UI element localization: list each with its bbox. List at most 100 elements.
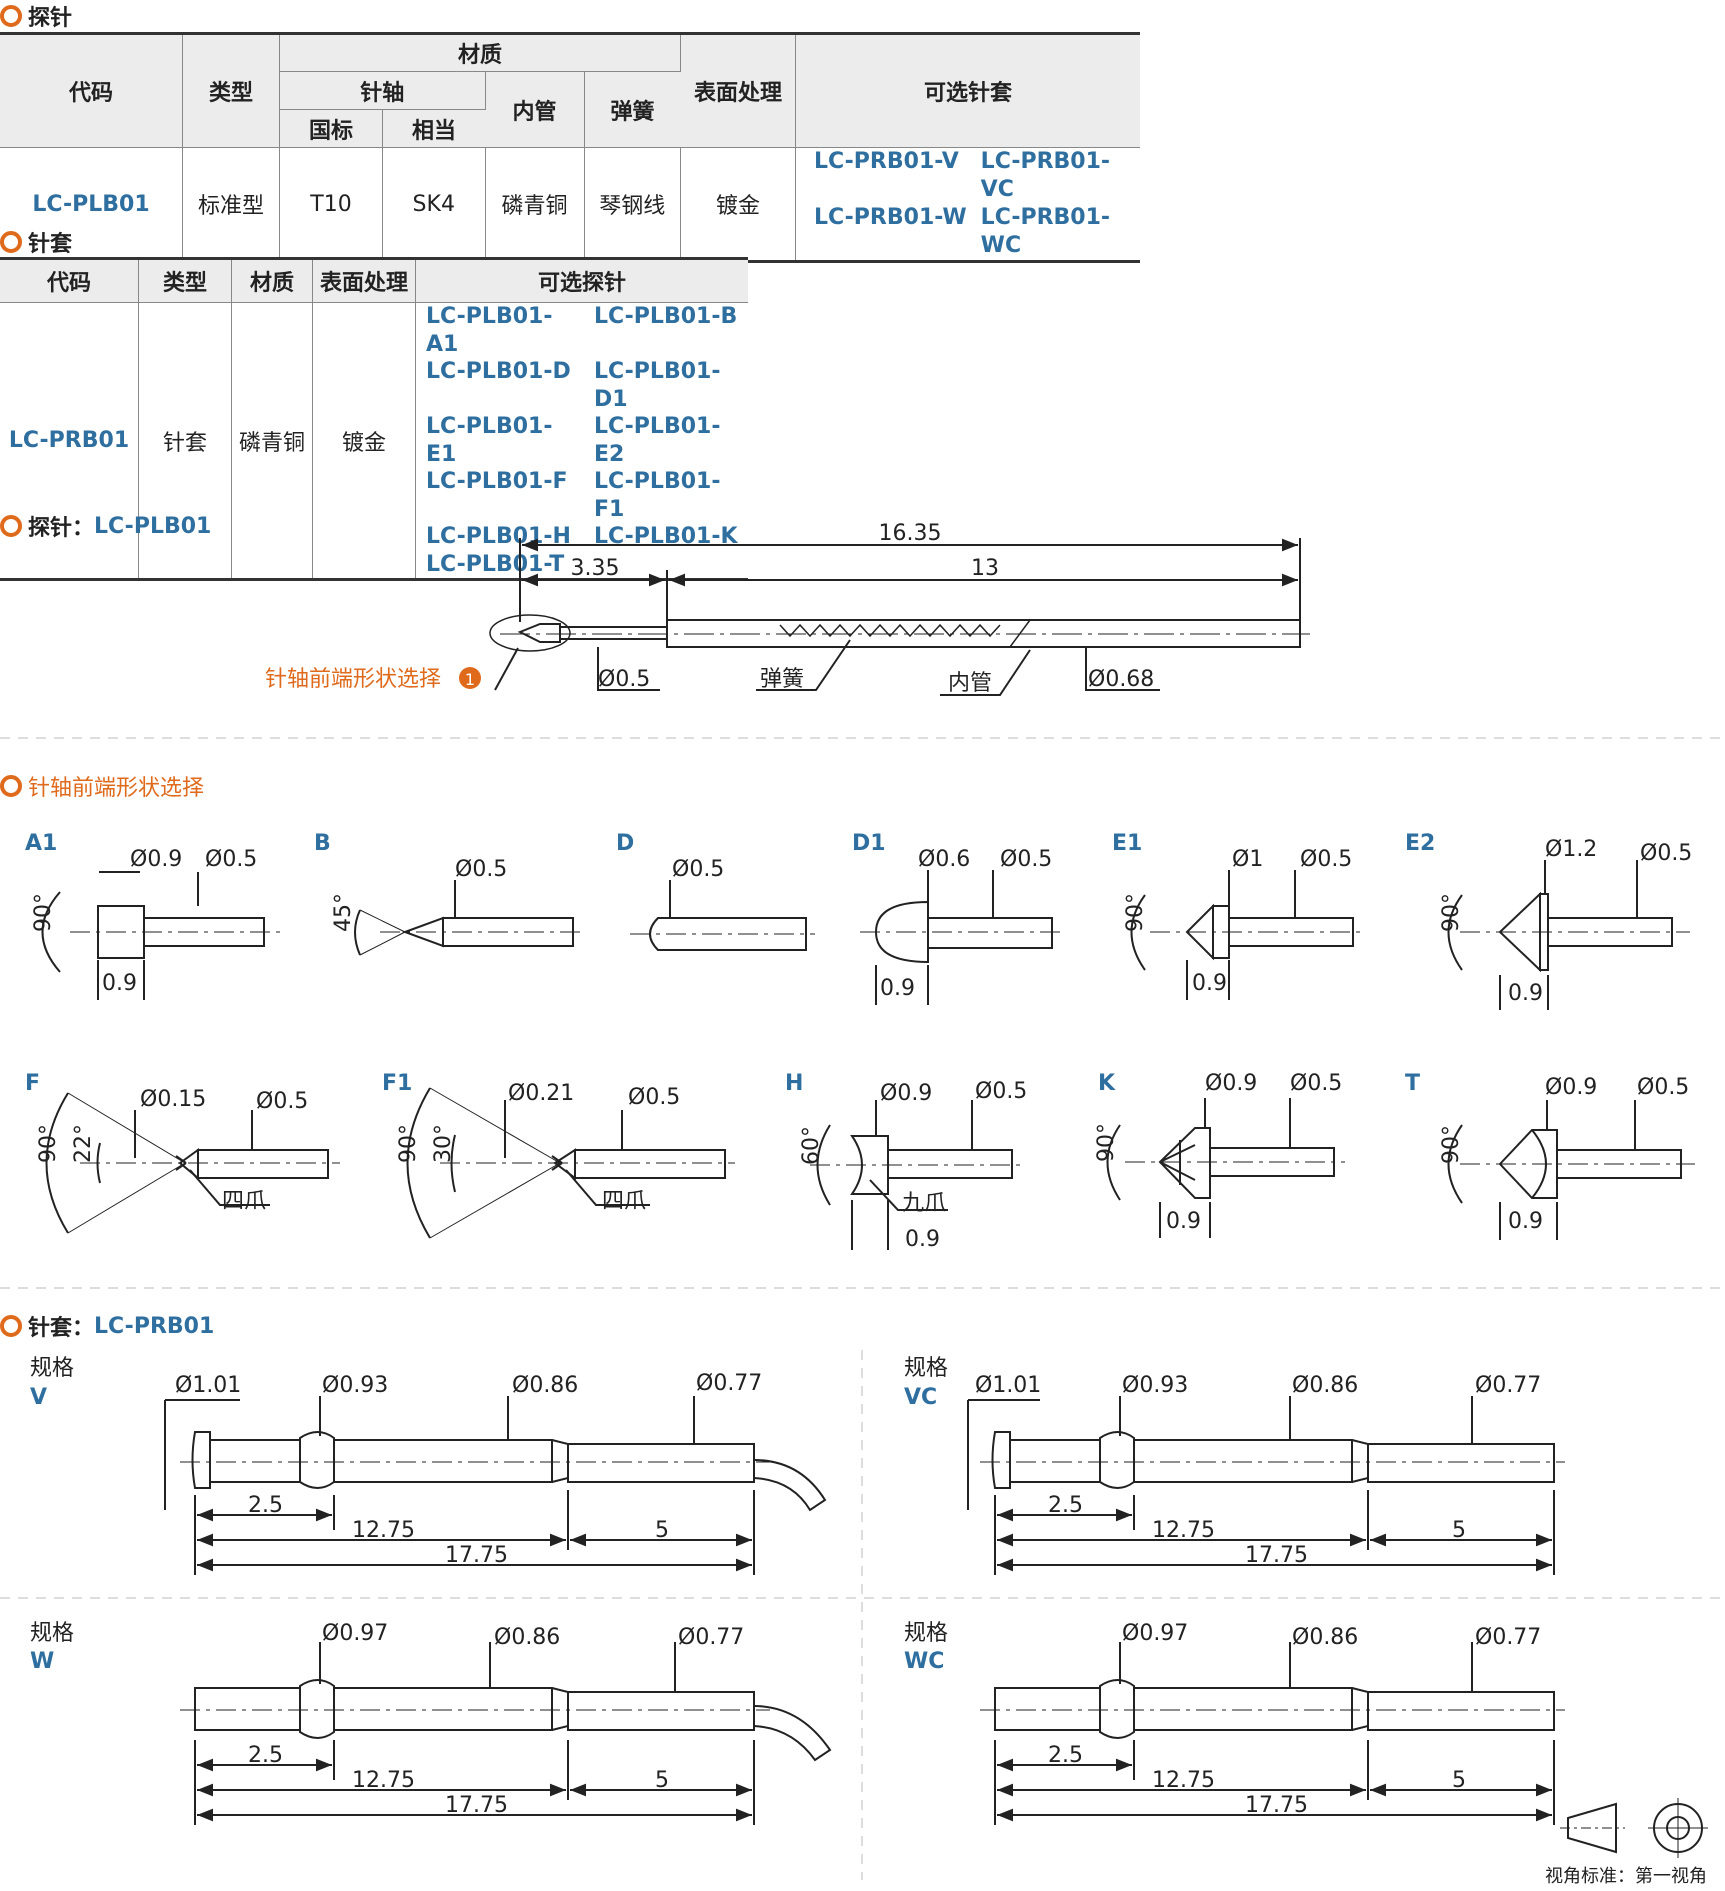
spec-name-W: W [30,1649,54,1674]
col-material: 材质 [231,258,313,303]
spec-name-WC: WC [904,1649,944,1674]
col-surface: 表面处理 [680,33,796,148]
sleeve-dim: Ø0.77 [696,1371,762,1396]
sleeve-dim: 17.75 [445,1793,508,1818]
sleeve-WC-drawing [980,1642,1565,1825]
tip-dim: 22° [71,1124,96,1163]
section-ring-icon [0,231,22,253]
option-link[interactable]: LC-PLB01-T [426,551,565,577]
col-surface: 表面处理 [312,258,416,303]
cell-type: 标准型 [182,147,280,262]
sleeve-drawing-title: 针套： LC-PRB01 [0,1310,214,1342]
tip-dim: Ø0.5 [205,847,257,872]
spec-label: 规格 [904,1356,948,1381]
tip-dim: Ø0.5 [455,857,507,882]
sleeve-dim: Ø0.77 [1475,1625,1541,1650]
sleeve-dim: 2.5 [1048,1493,1083,1518]
tip-E2-drawing [1447,860,1690,1010]
spec-name-VC: VC [904,1385,937,1410]
sleeve-dim: 17.75 [1245,1543,1308,1568]
option-link[interactable]: LC-PRB01-VC [980,149,1111,202]
section-ring-icon [0,5,22,27]
col-inner-tube: 内管 [485,71,585,148]
sleeve-dim: 12.75 [1152,1518,1215,1543]
option-link[interactable]: LC-PLB01-F [426,469,568,494]
dim-body: 13 [971,556,999,581]
sleeve-dim: Ø0.86 [1292,1625,1358,1650]
option-link[interactable]: LC-PLB01-D1 [594,359,721,412]
label-spring: 弹簧 [760,667,804,692]
tip-dim: Ø1.2 [1545,837,1597,862]
tip-label-T: T [1405,1071,1420,1096]
tip-dim: 0.9 [880,976,915,1001]
sleeve-dim: 2.5 [248,1493,283,1518]
option-link[interactable]: LC-PLB01-F1 [594,469,721,522]
cell-code: LC-PLB01 [0,147,183,262]
tip-dim: Ø0.9 [130,847,182,872]
sleeve-V-drawing [164,1396,827,1575]
tip-dim: Ø0.9 [1205,1071,1257,1096]
sleeve-dim: 5 [1452,1768,1466,1793]
sleeve-VC-drawing [967,1396,1565,1575]
spec-label: 规格 [904,1621,948,1646]
option-link[interactable]: LC-PLB01-E1 [426,414,553,467]
tip-dim: 60° [799,1126,824,1165]
label-tip-callout: 针轴前端形状选择 [265,667,441,692]
spec-name-V: V [30,1385,47,1410]
tip-label-K: K [1098,1071,1116,1096]
option-link[interactable]: LC-PLB01-E2 [594,414,721,467]
sleeve-table: 代码 类型 材质 表面处理 可选探针 LC-PRB01 针套 磷青铜 镀金 LC… [0,257,748,581]
tip-dim: Ø0.15 [140,1087,206,1112]
label-tube: 内管 [948,671,992,696]
callout-number-badge [459,667,481,689]
tip-note: 四爪 [602,1189,646,1214]
tip-dim: Ø0.5 [1640,841,1692,866]
dim-tip: 3.35 [571,556,620,581]
tip-dim: 30° [431,1124,456,1163]
tip-dim: 0.9 [102,971,137,996]
sleeve-dim: Ø0.93 [1122,1373,1188,1398]
tip-label-E1: E1 [1112,831,1142,856]
spec-label: 规格 [30,1621,74,1646]
section-ring-icon [0,1315,22,1337]
tip-dim: Ø0.9 [880,1081,932,1106]
col-code: 代码 [0,33,183,148]
projection-symbol-icon [1560,1798,1708,1858]
tip-dim: 90° [396,1124,421,1163]
tip-dim: Ø0.5 [628,1085,680,1110]
sleeve-section-title: 针套 [0,226,72,258]
option-link[interactable]: LC-PLB01-B [594,304,738,329]
tip-note: 四爪 [222,1189,266,1214]
tip-label-B: B [314,831,331,856]
col-material: 材质 [279,33,681,72]
sleeve-W-drawing [180,1642,832,1825]
option-link[interactable]: LC-PLB01-A1 [426,304,553,357]
sleeve-dim: 2.5 [248,1743,283,1768]
tip-label-F1: F1 [382,1071,412,1096]
sleeve-dim: 5 [1452,1518,1466,1543]
tip-dim: 45° [331,893,356,932]
cell-gb: T10 [279,147,383,262]
tip-dim: 0.9 [1508,981,1543,1006]
section-ring-icon [0,775,22,797]
tip-dim: 90° [1439,1125,1464,1164]
sleeve-dim: Ø0.97 [322,1621,388,1646]
option-link[interactable]: LC-PRB01-WC [980,205,1111,258]
tip-K-drawing [1106,1098,1345,1238]
sleeve-dim: Ø0.77 [678,1625,744,1650]
tip-dim: 0.9 [1192,971,1227,996]
option-link[interactable]: LC-PLB01-D [426,359,571,384]
probe-drawing-title: 探针： LC-PLB01 [0,510,211,542]
cell-options: LC-PLB01-A1 LC-PLB01-B LC-PLB01-D LC-PLB… [416,303,749,580]
tip-T-drawing [1447,1100,1695,1240]
tip-dim: 0.9 [905,1227,940,1252]
sleeve-dim: 17.75 [445,1543,508,1568]
option-link[interactable]: LC-PRB01-V [814,149,959,174]
sleeve-dim: 12.75 [352,1518,415,1543]
sleeve-dim: 17.75 [1245,1793,1308,1818]
col-shaft: 针轴 [279,71,486,110]
sleeve-dim: 12.75 [1152,1768,1215,1793]
section-ring-icon [0,515,22,537]
option-link[interactable]: LC-PRB01-W [814,205,967,230]
dim-tube-dia: Ø0.68 [1088,667,1154,692]
